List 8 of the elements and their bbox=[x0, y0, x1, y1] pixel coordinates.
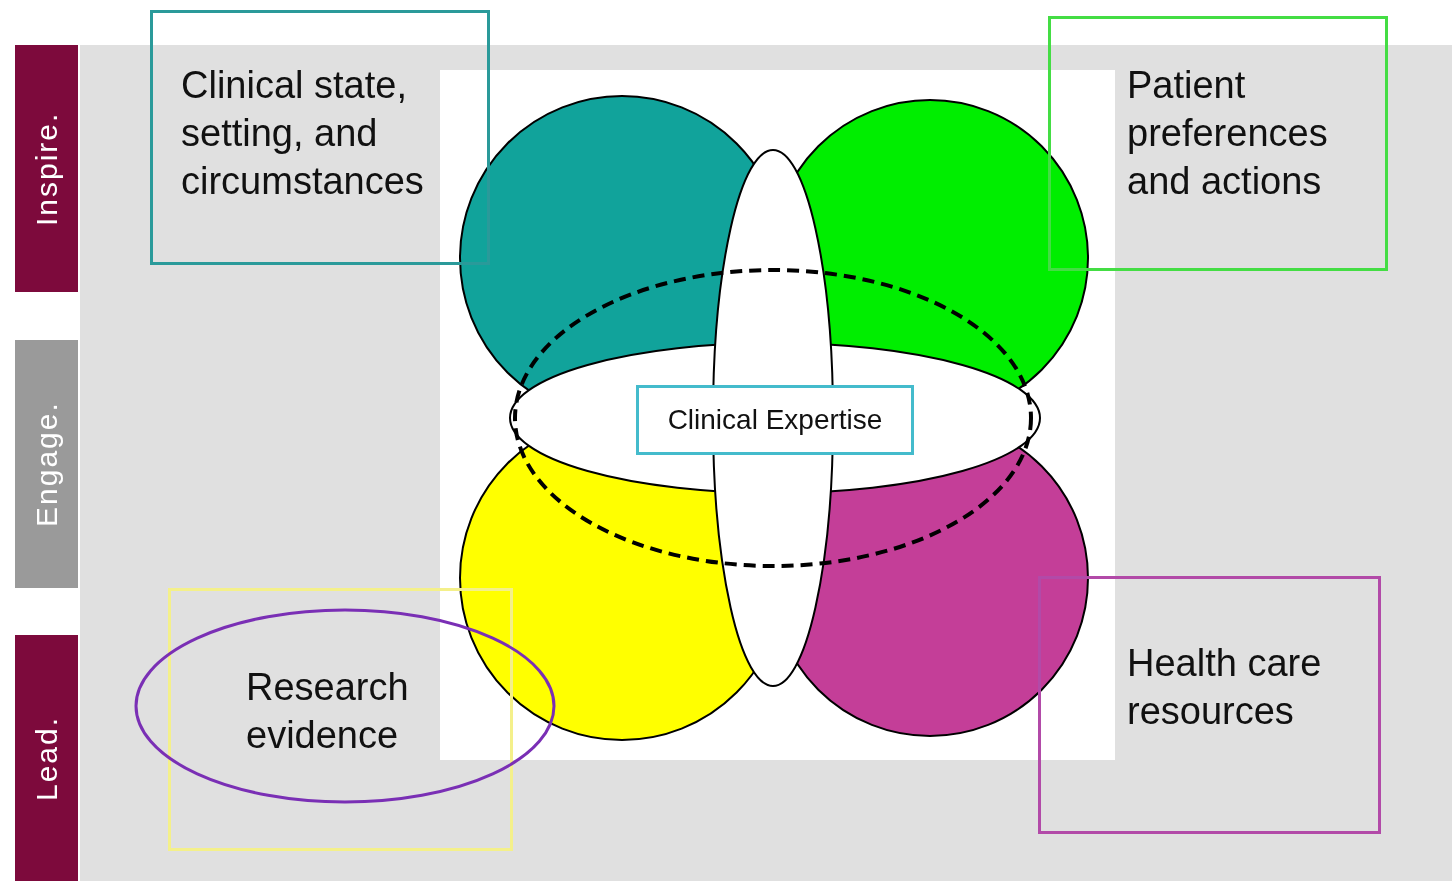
side-tab: Lead. bbox=[15, 635, 78, 881]
side-tab: Engage. bbox=[15, 340, 78, 588]
side-tab: Inspire. bbox=[15, 45, 78, 292]
text-box: Research evidence bbox=[168, 588, 513, 851]
text-box: Patient preferences and actions bbox=[1048, 16, 1388, 271]
label-box: Clinical Expertise bbox=[636, 385, 914, 455]
text-box: Clinical state, setting, and circumstances bbox=[150, 10, 490, 265]
text-box: Health care resources bbox=[1038, 576, 1381, 834]
